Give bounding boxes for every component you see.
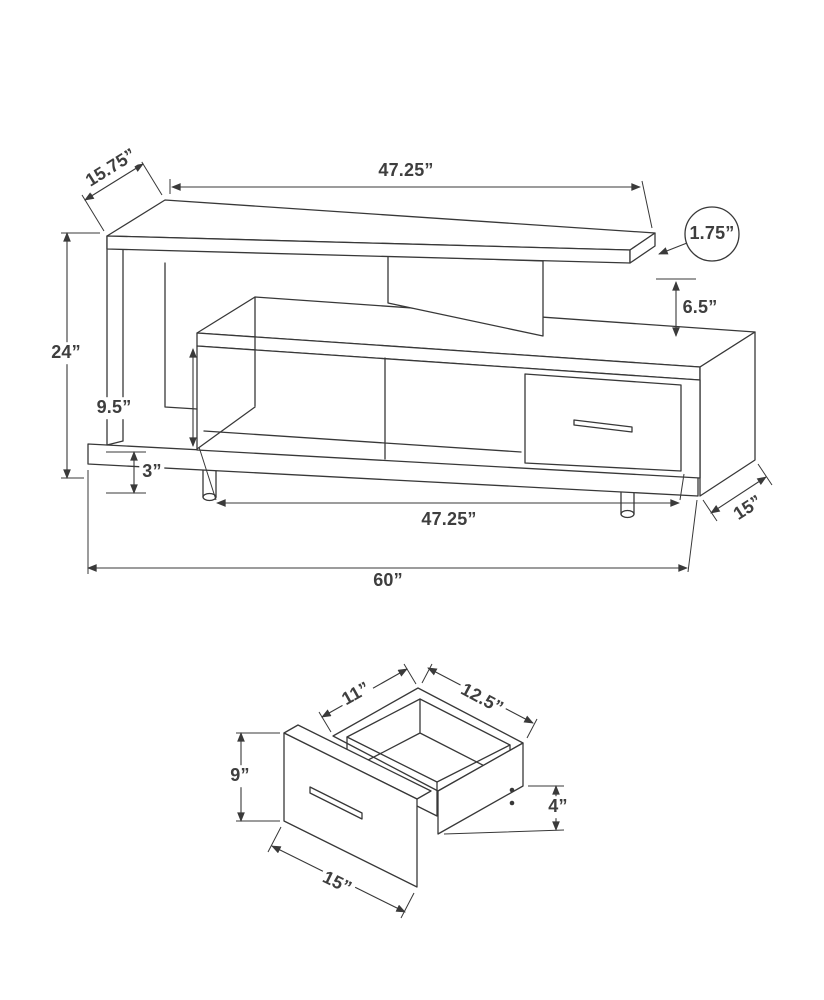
stand-console: [196, 296, 756, 497]
thickness-callout-circle: [684, 206, 740, 262]
dim-label-drawer-side-height: 4”: [545, 796, 571, 818]
drawer-drawing: [283, 687, 524, 888]
dim-label-base-height: 3”: [139, 461, 165, 483]
dim-label-top-width: 47.25”: [375, 160, 437, 182]
drawer-right-face: [437, 742, 524, 835]
drawer-handle: [309, 786, 363, 820]
stand-drawer-handle: [573, 419, 633, 433]
stand-legs: [202, 469, 635, 519]
screw-dot: [509, 787, 515, 793]
stand-top-shelf: [106, 199, 656, 264]
dim-label-overall-width: 60”: [370, 570, 406, 592]
dim-label-overall-height: 24”: [48, 342, 84, 364]
dim-label-drawer-front-height: 9”: [227, 765, 253, 787]
screw-dot: [509, 800, 515, 806]
dim-label-opening-height: 9.5”: [93, 397, 135, 419]
stand-left-panel: [106, 235, 198, 446]
dim-label-top-thickness: 1.75”: [689, 223, 735, 244]
dim-label-shelf-gap: 6.5”: [679, 297, 721, 319]
dim-label-console-width: 47.25”: [418, 509, 480, 531]
stand-drawer-front: [524, 373, 682, 472]
tv-stand-drawing: [87, 199, 756, 519]
